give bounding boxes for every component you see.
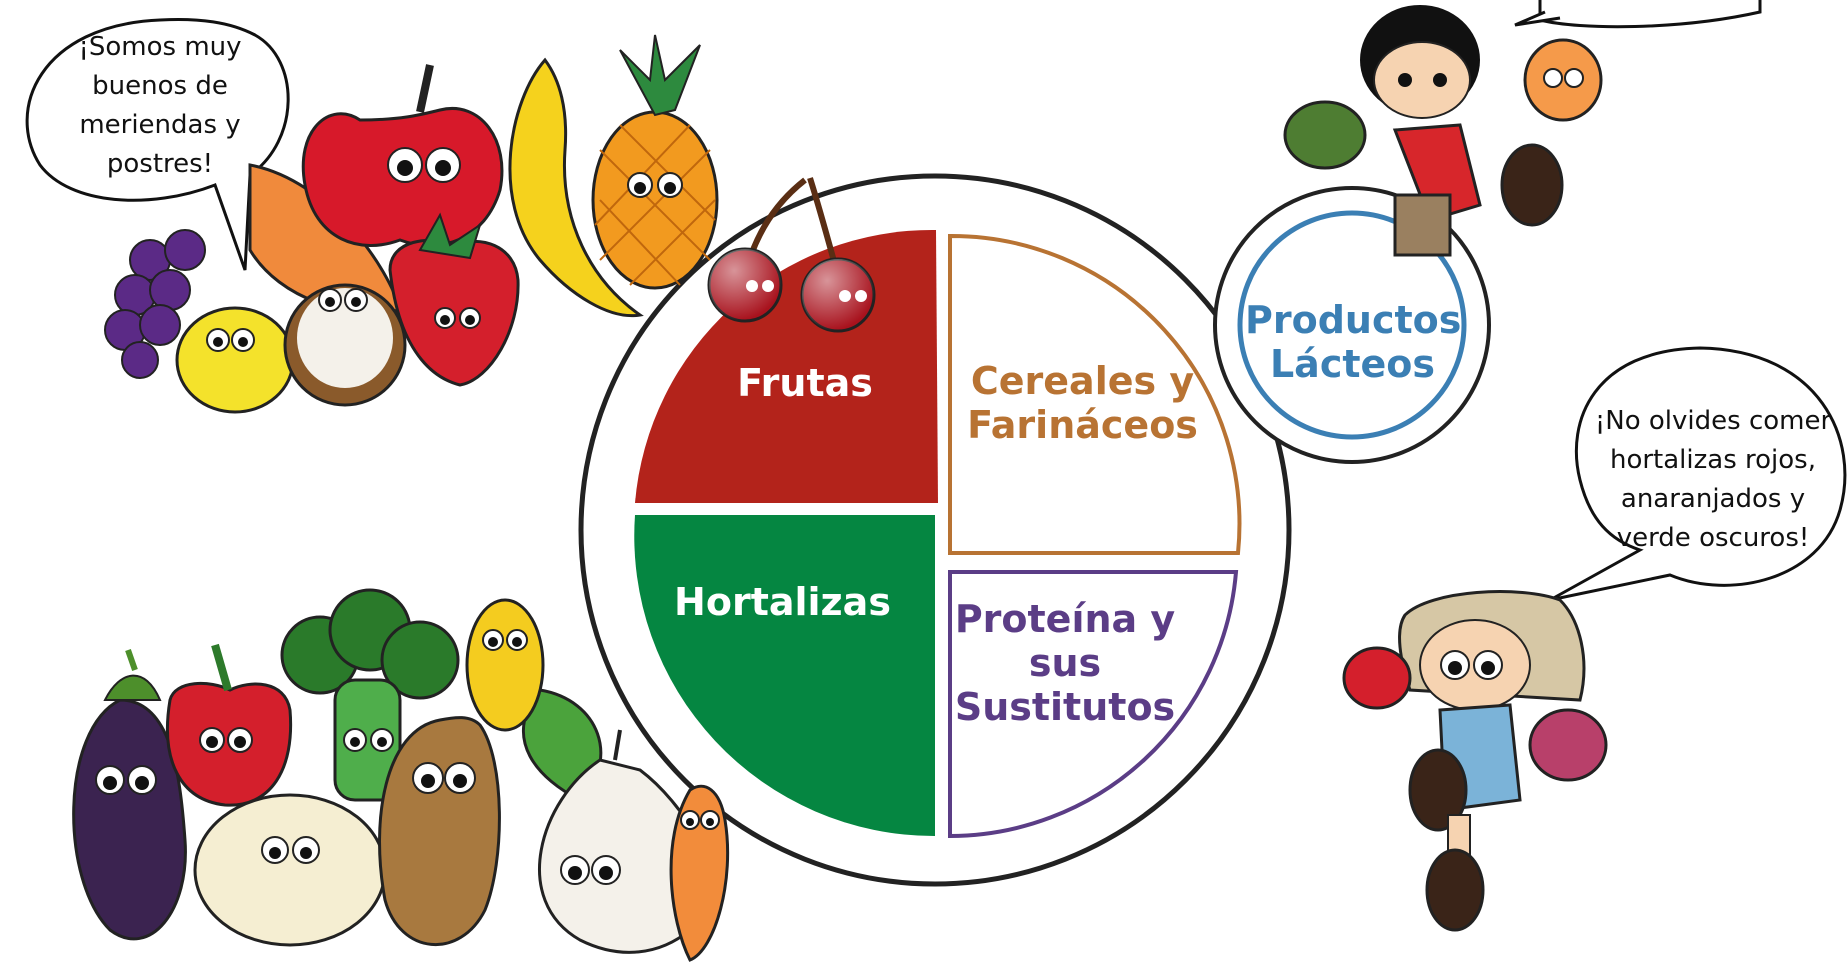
coconut-icon: [283, 283, 407, 407]
plate-section-hortalizas: [634, 515, 935, 837]
garlic-icon: [538, 729, 711, 954]
corn-icon: [465, 598, 603, 802]
onion-icon: [1528, 708, 1608, 782]
lemon-icon: [175, 306, 295, 414]
speech-bubble-vegetables: [1549, 346, 1847, 602]
red-pepper-icon: [165, 643, 293, 807]
girl-character-illustration: [1283, 5, 1603, 257]
plate: [578, 173, 1292, 887]
plate-section-proteina: [948, 570, 1239, 839]
potato-icon: [378, 716, 501, 946]
cherries-illustration: [707, 177, 876, 333]
tomato-icon: [1342, 646, 1412, 710]
peach-icon: [1523, 38, 1603, 122]
eggplant-icon: [72, 649, 187, 941]
label-hortalizas: Hortalizas: [674, 580, 891, 624]
vegetable-characters-illustration: [72, 588, 730, 962]
pineapple-icon: [591, 34, 719, 290]
boy-character-illustration: [1342, 590, 1608, 932]
label-frutas: Frutas: [737, 361, 873, 405]
label-proteina: Proteína y sus Sustitutos: [954, 597, 1176, 729]
strawberry-icon: [388, 212, 520, 387]
label-productos-lacteos: Productos Lácteos: [1245, 298, 1462, 386]
speech-bubble-fruits: [25, 18, 290, 271]
label-cereales: Cereales y Farináceos: [967, 359, 1198, 447]
plate-section-cereales: [948, 233, 1242, 555]
apple-icon: [301, 64, 504, 248]
watermelon-icon: [1283, 100, 1367, 170]
speech-text-vegetables: ¡No olvides comer hortalizas rojos, anar…: [1594, 406, 1832, 553]
cauliflower-icon: [193, 793, 387, 947]
sweet-potato-icon: [669, 784, 730, 962]
banana-icon: [508, 57, 644, 318]
broccoli-icon: [280, 588, 460, 802]
speech-bubble-girl: [1514, 0, 1762, 29]
fruit-characters-illustration: [104, 34, 719, 414]
speech-text-fruits: ¡Somos muy buenos de meriendas y postres…: [78, 32, 242, 179]
grapes-icon: [104, 229, 206, 379]
